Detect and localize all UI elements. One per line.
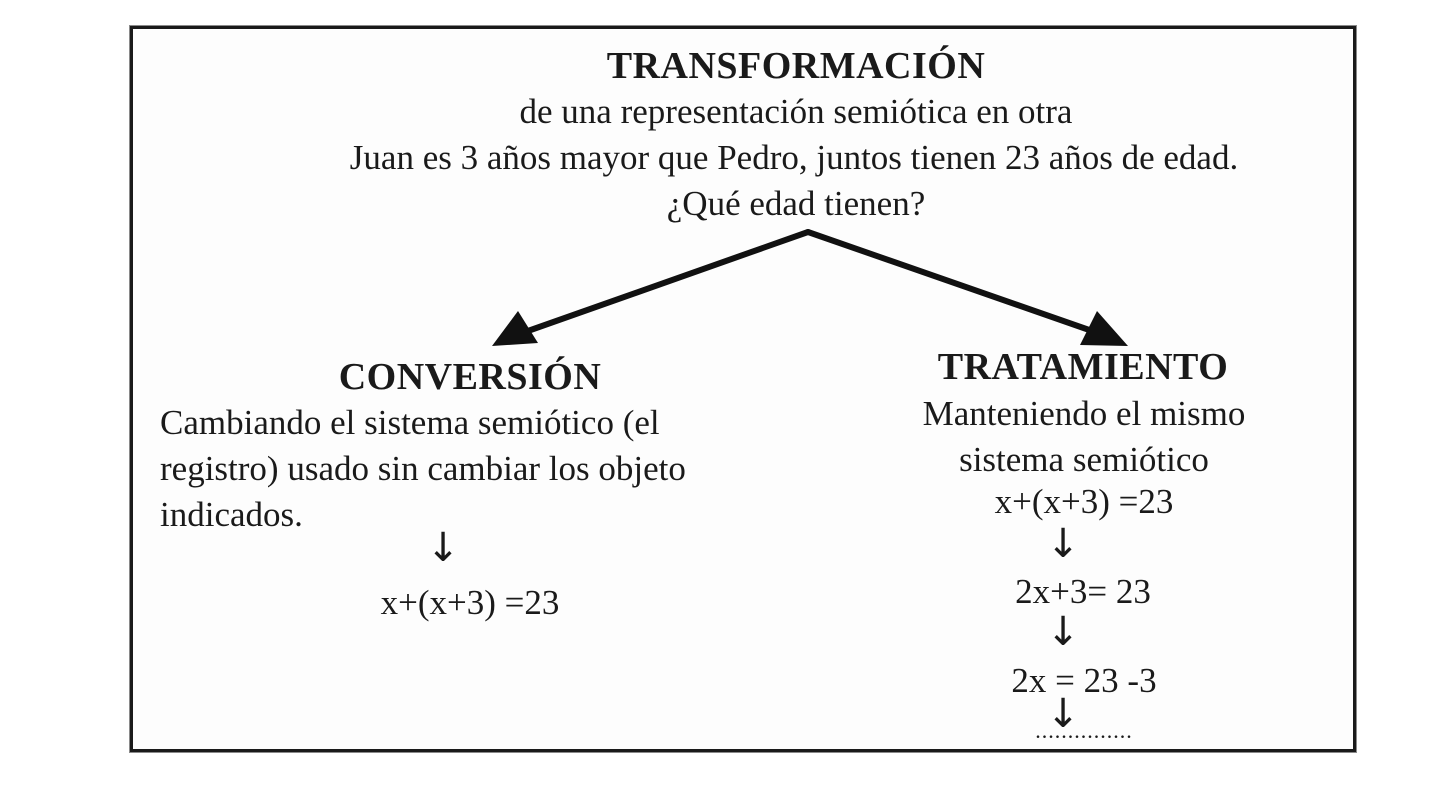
down-arrow-icon: ↓ — [426, 525, 460, 571]
treatment-step-2: 2x+3= 23 — [1015, 572, 1151, 611]
conversion-title: CONVERSIÓN — [338, 356, 602, 398]
conversion-description-line-1: Cambiando el sistema semiótico (el — [160, 403, 660, 442]
treatment-step-1: x+(x+3) =23 — [994, 482, 1174, 521]
down-arrow-icon: ↓ — [1046, 691, 1080, 737]
conversion-description-line-3: indicados. — [160, 495, 303, 534]
treatment-title: TRATAMIENTO — [937, 346, 1229, 388]
treatment-description-line-2: sistema semiótico — [959, 440, 1209, 479]
treatment-step-3: 2x = 23 -3 — [1011, 661, 1157, 700]
conversion-description-line-2: registro) usado sin cambiar los objeto — [160, 449, 686, 488]
down-arrow-icon: ↓ — [1046, 521, 1080, 567]
conversion-equation: x+(x+3) =23 — [380, 583, 560, 622]
diagram-frame — [130, 26, 1356, 752]
problem-statement: Juan es 3 años mayor que Pedro, juntos t… — [349, 138, 1239, 177]
continuation-ellipsis: ............... — [1035, 718, 1133, 743]
transformation-subtitle: de una representación semiótica en otra — [519, 92, 1073, 131]
treatment-description-line-1: Manteniendo el mismo — [922, 394, 1246, 433]
down-arrow-icon: ↓ — [1046, 609, 1080, 655]
transformation-title: TRANSFORMACIÓN — [606, 45, 986, 87]
problem-question: ¿Qué edad tienen? — [666, 184, 926, 223]
